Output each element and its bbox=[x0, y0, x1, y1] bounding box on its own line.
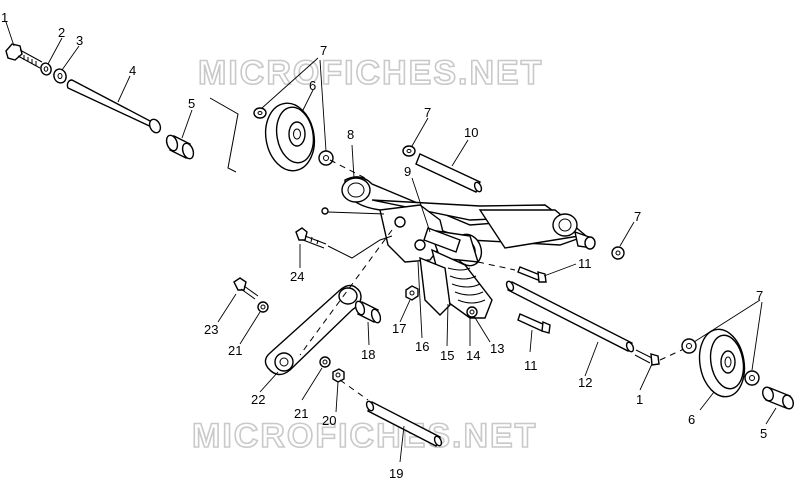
torque-arm-frame-8 bbox=[341, 176, 596, 250]
callout-12: 12 bbox=[578, 375, 592, 390]
callout-1: 1 bbox=[1, 10, 8, 25]
washer-21-lower bbox=[319, 356, 331, 368]
bolt-11-lower bbox=[517, 313, 551, 334]
callout-7-lower: 7 bbox=[756, 288, 763, 303]
callout-20: 20 bbox=[322, 413, 336, 428]
shaft-12 bbox=[505, 280, 635, 353]
axis-line-bolt-11 bbox=[477, 261, 516, 271]
nut-14 bbox=[466, 306, 478, 318]
callout-7: 7 bbox=[320, 43, 327, 58]
bolt-11-upper bbox=[517, 266, 547, 283]
washer-7-right bbox=[318, 150, 334, 166]
callout-21-lower: 21 bbox=[294, 406, 308, 421]
callout-5-lower: 5 bbox=[760, 426, 767, 441]
axis-line-shaft-19 bbox=[339, 379, 369, 401]
callout-6: 6 bbox=[309, 78, 316, 93]
callout-16: 16 bbox=[415, 339, 429, 354]
callout-24: 24 bbox=[290, 269, 304, 284]
callout-4: 4 bbox=[129, 63, 136, 78]
callout-17: 17 bbox=[392, 321, 406, 336]
nut-20 bbox=[332, 368, 345, 383]
watermark-bottom: MICROFICHES.NET bbox=[192, 417, 537, 455]
shaft-4 bbox=[66, 79, 162, 134]
bushing-9 bbox=[423, 227, 461, 253]
callout-3: 3 bbox=[76, 33, 83, 48]
pin-10 bbox=[415, 153, 483, 193]
leader-line-group bbox=[209, 97, 239, 173]
washer-21-upper bbox=[257, 301, 269, 313]
callout-labels: 1 2 3 4 5 6 7 8 7 10 9 7 11 24 23 21 17 … bbox=[1, 10, 767, 481]
callout-5: 5 bbox=[188, 96, 195, 111]
callout-15: 15 bbox=[440, 348, 454, 363]
axis-line-arm bbox=[299, 229, 393, 356]
callout-7-top: 7 bbox=[424, 105, 431, 120]
callout-1-lower: 1 bbox=[636, 392, 643, 407]
washer-7-lower bbox=[681, 338, 697, 354]
link-arm-22 bbox=[264, 284, 362, 376]
washer-7-left bbox=[253, 107, 267, 119]
callout-13: 13 bbox=[490, 341, 504, 356]
leader-lines bbox=[5, 21, 777, 463]
callout-7-right: 7 bbox=[634, 209, 641, 224]
spacer-5-lower bbox=[762, 386, 794, 410]
callout-14: 14 bbox=[466, 348, 480, 363]
callout-2: 2 bbox=[58, 25, 65, 40]
washer-7-lower-right bbox=[744, 370, 760, 386]
leader-line-24 bbox=[327, 235, 393, 259]
callout-18: 18 bbox=[361, 347, 375, 362]
nut-small-top bbox=[321, 207, 385, 215]
callout-8: 8 bbox=[347, 127, 354, 142]
spacer-5 bbox=[165, 134, 195, 160]
callout-10: 10 bbox=[464, 125, 478, 140]
bracket-16 bbox=[419, 256, 451, 316]
washer-7-top bbox=[402, 145, 416, 157]
callout-11-lower: 11 bbox=[524, 358, 538, 373]
bolt-23 bbox=[233, 277, 259, 300]
callout-19: 19 bbox=[389, 466, 403, 481]
callout-9: 9 bbox=[404, 164, 411, 179]
callout-21-upper: 21 bbox=[228, 343, 242, 358]
shaft-19 bbox=[365, 400, 443, 447]
bolt-1-lower bbox=[634, 349, 660, 366]
axis-line-wheel bbox=[329, 159, 366, 179]
axis-line-shaft-12 bbox=[659, 347, 687, 361]
bolt-24 bbox=[295, 227, 327, 249]
bushing-18 bbox=[354, 300, 382, 324]
wheel-6-lower bbox=[698, 328, 746, 398]
washer-3 bbox=[53, 68, 67, 84]
callout-6-lower: 6 bbox=[688, 412, 695, 427]
callout-22: 22 bbox=[251, 392, 265, 407]
watermark-top: MICROFICHES.NET bbox=[198, 54, 543, 92]
wheel-6 bbox=[264, 102, 316, 172]
callout-11-upper: 11 bbox=[578, 256, 592, 271]
washer-2 bbox=[40, 62, 52, 76]
washer-7-right-frame bbox=[611, 246, 625, 260]
nut-17 bbox=[405, 285, 419, 301]
callout-23: 23 bbox=[204, 322, 218, 337]
bolt-1 bbox=[5, 43, 43, 69]
